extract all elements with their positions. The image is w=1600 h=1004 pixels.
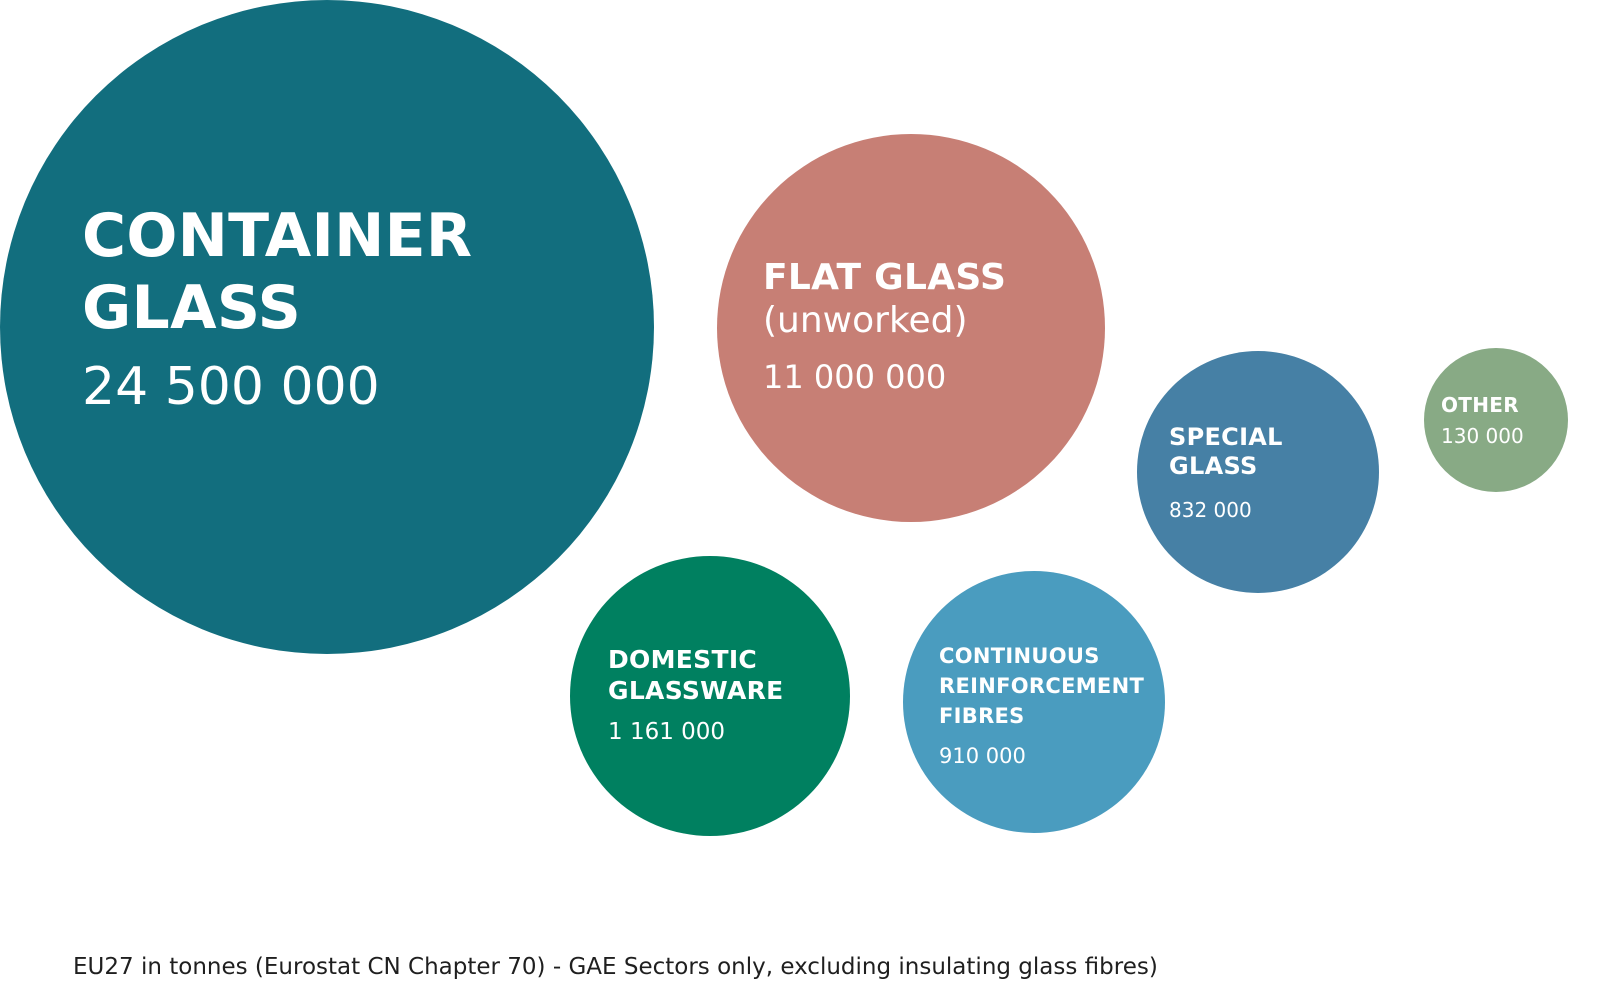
bubble-flat-glass: [717, 134, 1105, 522]
category-name-line: SPECIAL: [1169, 423, 1283, 451]
category-name-line: DOMESTIC: [608, 645, 758, 674]
bubble-continuous-reinforcement-fibres: [903, 571, 1165, 833]
category-value: 130 000: [1441, 424, 1524, 448]
bubble-container-glass: [0, 0, 654, 654]
category-name-line: FIBRES: [939, 704, 1025, 728]
bubble-label-continuous-reinforcement-fibres: CONTINUOUS REINFORCEMENT FIBRES 910 000: [939, 641, 1144, 770]
bubble-label-flat-glass: FLAT GLASS(unworked) 11 000 000: [763, 256, 1006, 396]
category-subtitle: (unworked): [763, 300, 968, 341]
bubble-domestic-glassware: [570, 556, 850, 836]
category-value: 24 500 000: [82, 357, 380, 417]
category-name-line: GLASS: [1169, 452, 1258, 480]
bubble-label-other: OTHER 130 000: [1441, 393, 1524, 449]
bubble-other: [1424, 348, 1568, 492]
category-name-line: CONTINUOUS: [939, 644, 1100, 668]
category-name: CONTINUOUS REINFORCEMENT FIBRES: [939, 641, 1144, 731]
category-name-line: FLAT GLASS: [763, 257, 1007, 298]
category-value: 910 000: [939, 744, 1026, 768]
category-value: 832 000: [1169, 498, 1252, 522]
category-name: OTHER: [1441, 393, 1524, 417]
category-name-line: REINFORCEMENT: [939, 674, 1145, 698]
category-name-line: CONTAINER: [82, 201, 473, 271]
category-name-line: GLASSWARE: [608, 676, 784, 705]
bubble-special-glass: [1137, 351, 1379, 593]
category-name: FLAT GLASS: [763, 256, 1006, 300]
category-value: 11 000 000: [763, 358, 947, 396]
chart-footnote: EU27 in tonnes (Eurostat CN Chapter 70) …: [73, 954, 1158, 980]
category-name-line: OTHER: [1441, 393, 1519, 417]
category-value: 1 161 000: [608, 719, 726, 745]
category-name-line: GLASS: [82, 273, 302, 343]
